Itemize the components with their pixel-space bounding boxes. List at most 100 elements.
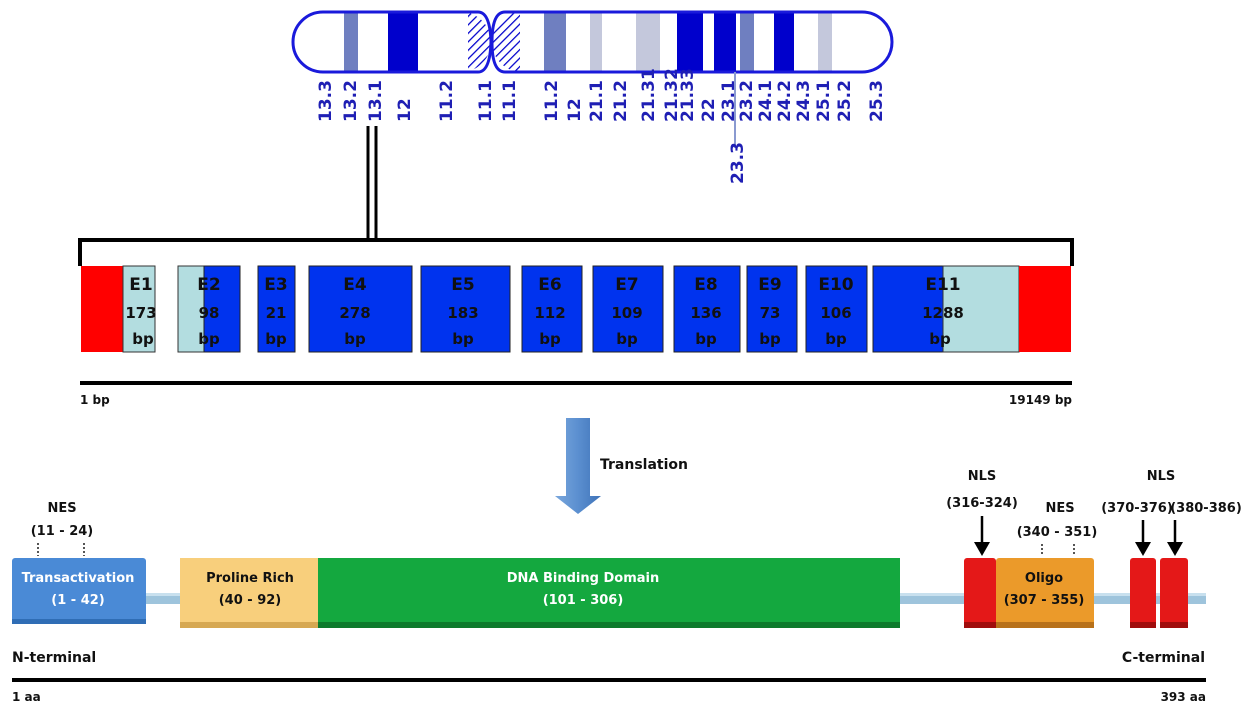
nes-2-range: (340 - 351) — [1017, 525, 1098, 540]
gene-scale: 1 bp 19149 bp — [80, 381, 1073, 407]
exon-name: E9 — [758, 275, 781, 295]
band-label: 11.1 — [476, 80, 496, 122]
exon-e8 — [673, 265, 741, 353]
exon-unit: bp — [265, 330, 287, 348]
exon-e10 — [805, 265, 868, 353]
band-q24-3 — [774, 12, 794, 72]
centromere-p — [468, 12, 491, 72]
gene-bracket — [78, 238, 1074, 266]
exon-e3 — [257, 265, 296, 353]
band-label: 11.2 — [542, 80, 562, 122]
gene-structure — [78, 238, 1074, 353]
band-label: 22 — [699, 98, 719, 122]
exon-e1 — [122, 265, 156, 353]
band-label: 11.2 — [437, 80, 457, 122]
dna-binding-range: (101 - 306) — [543, 593, 624, 608]
oligo-name: Oligo — [1025, 571, 1063, 586]
band-label: 21.1 — [587, 80, 607, 122]
band-label: 24.2 — [775, 80, 795, 122]
domain-labels: Transactivation (1 - 42) Proline Rich (4… — [22, 571, 1085, 608]
nls-box-2 — [1130, 558, 1156, 628]
locus-connector — [366, 126, 378, 240]
nls-2-range-b: (380-386) — [1170, 501, 1242, 516]
exon-e6 — [521, 265, 583, 353]
nls-box-1 — [964, 558, 996, 628]
band-label: 21.31 — [639, 68, 659, 122]
nls-2-range-a: (370-376) — [1101, 501, 1173, 516]
band-label: 25.1 — [814, 80, 834, 122]
nes-1-range: (11 - 24) — [31, 524, 94, 539]
exon-e11-noncoding — [942, 265, 1020, 353]
band-label: 24.1 — [756, 80, 776, 122]
centromere-q — [492, 12, 520, 72]
exon-name: E7 — [615, 275, 638, 295]
protein-structure — [12, 558, 1206, 628]
band-label: 25.2 — [835, 80, 855, 122]
oligo-range: (307 - 355) — [1004, 593, 1085, 608]
exon-unit: bp — [759, 330, 781, 348]
band-label: 13.3 — [316, 80, 336, 122]
exon-name: E1 — [129, 275, 152, 295]
nes-1-label: NES — [47, 501, 76, 516]
exon-e9 — [746, 265, 798, 353]
utr-5prime — [81, 266, 123, 352]
exon-unit: bp — [198, 330, 220, 348]
exon-e5 — [420, 265, 511, 353]
band-p12 — [388, 12, 418, 72]
band-label: 24.3 — [794, 80, 814, 122]
exon-name: E11 — [925, 275, 960, 295]
exon-name: E6 — [538, 275, 561, 295]
exon-e2-coding — [203, 265, 241, 353]
exon-size: 1288 — [922, 304, 964, 322]
exon-e4 — [308, 265, 413, 353]
exon-unit: bp — [539, 330, 561, 348]
gene-end-label: 19149 bp — [1009, 393, 1073, 407]
exon-name: E2 — [197, 275, 220, 295]
exon-unit: bp — [452, 330, 474, 348]
utr-3prime — [1019, 266, 1071, 352]
exon-unit: bp — [825, 330, 847, 348]
chromosome-p-arm — [293, 12, 491, 72]
translation-label: Translation — [600, 457, 688, 473]
exon-size: 98 — [199, 304, 220, 322]
nls-1-range: (316-324) — [946, 496, 1018, 511]
translation-arrow — [555, 418, 601, 514]
protein-end-label: 393 aa — [1161, 690, 1206, 704]
proline-rich-range: (40 - 92) — [219, 593, 282, 608]
exon-unit: bp — [344, 330, 366, 348]
band-label: 11.1 — [500, 80, 520, 122]
chromosome-ideogram — [291, 10, 894, 148]
gene-start-label: 1 bp — [80, 393, 110, 407]
band-label: 12 — [395, 98, 415, 122]
exon-name: E4 — [343, 275, 367, 295]
exon-size: 136 — [690, 304, 721, 322]
protein-scale: N-terminal C-terminal 1 aa 393 aa — [12, 650, 1206, 704]
nls-1-label: NLS — [968, 469, 997, 484]
exon-size: 109 — [611, 304, 642, 322]
n-terminal-label: N-terminal — [12, 650, 96, 666]
domain-transactivation — [12, 558, 146, 624]
exon-size: 278 — [339, 304, 370, 322]
band-label: 13.1 — [366, 80, 386, 122]
exon-size: 21 — [266, 304, 287, 322]
exon-name: E5 — [451, 275, 474, 295]
transactivation-range: (1 - 42) — [51, 593, 104, 608]
exon-unit: bp — [929, 330, 951, 348]
band-q21-1 — [590, 12, 602, 72]
band-q24-1 — [740, 12, 754, 72]
exon-unit: bp — [695, 330, 717, 348]
dna-binding-name: DNA Binding Domain — [507, 571, 659, 586]
band-q22 — [677, 12, 703, 72]
protein-start-label: 1 aa — [12, 690, 41, 704]
exon-size: 112 — [534, 304, 565, 322]
band-q21-3 — [636, 12, 660, 72]
nes-2-label: NES — [1045, 501, 1074, 516]
band-label: 12 — [565, 98, 585, 122]
band-label: 21.2 — [611, 80, 631, 122]
nls-box-3 — [1160, 558, 1188, 628]
band-q23-2 — [714, 12, 736, 72]
exon-name: E10 — [818, 275, 853, 295]
exon-size: 173 — [125, 304, 156, 322]
band-label: 23.1 — [719, 80, 739, 122]
